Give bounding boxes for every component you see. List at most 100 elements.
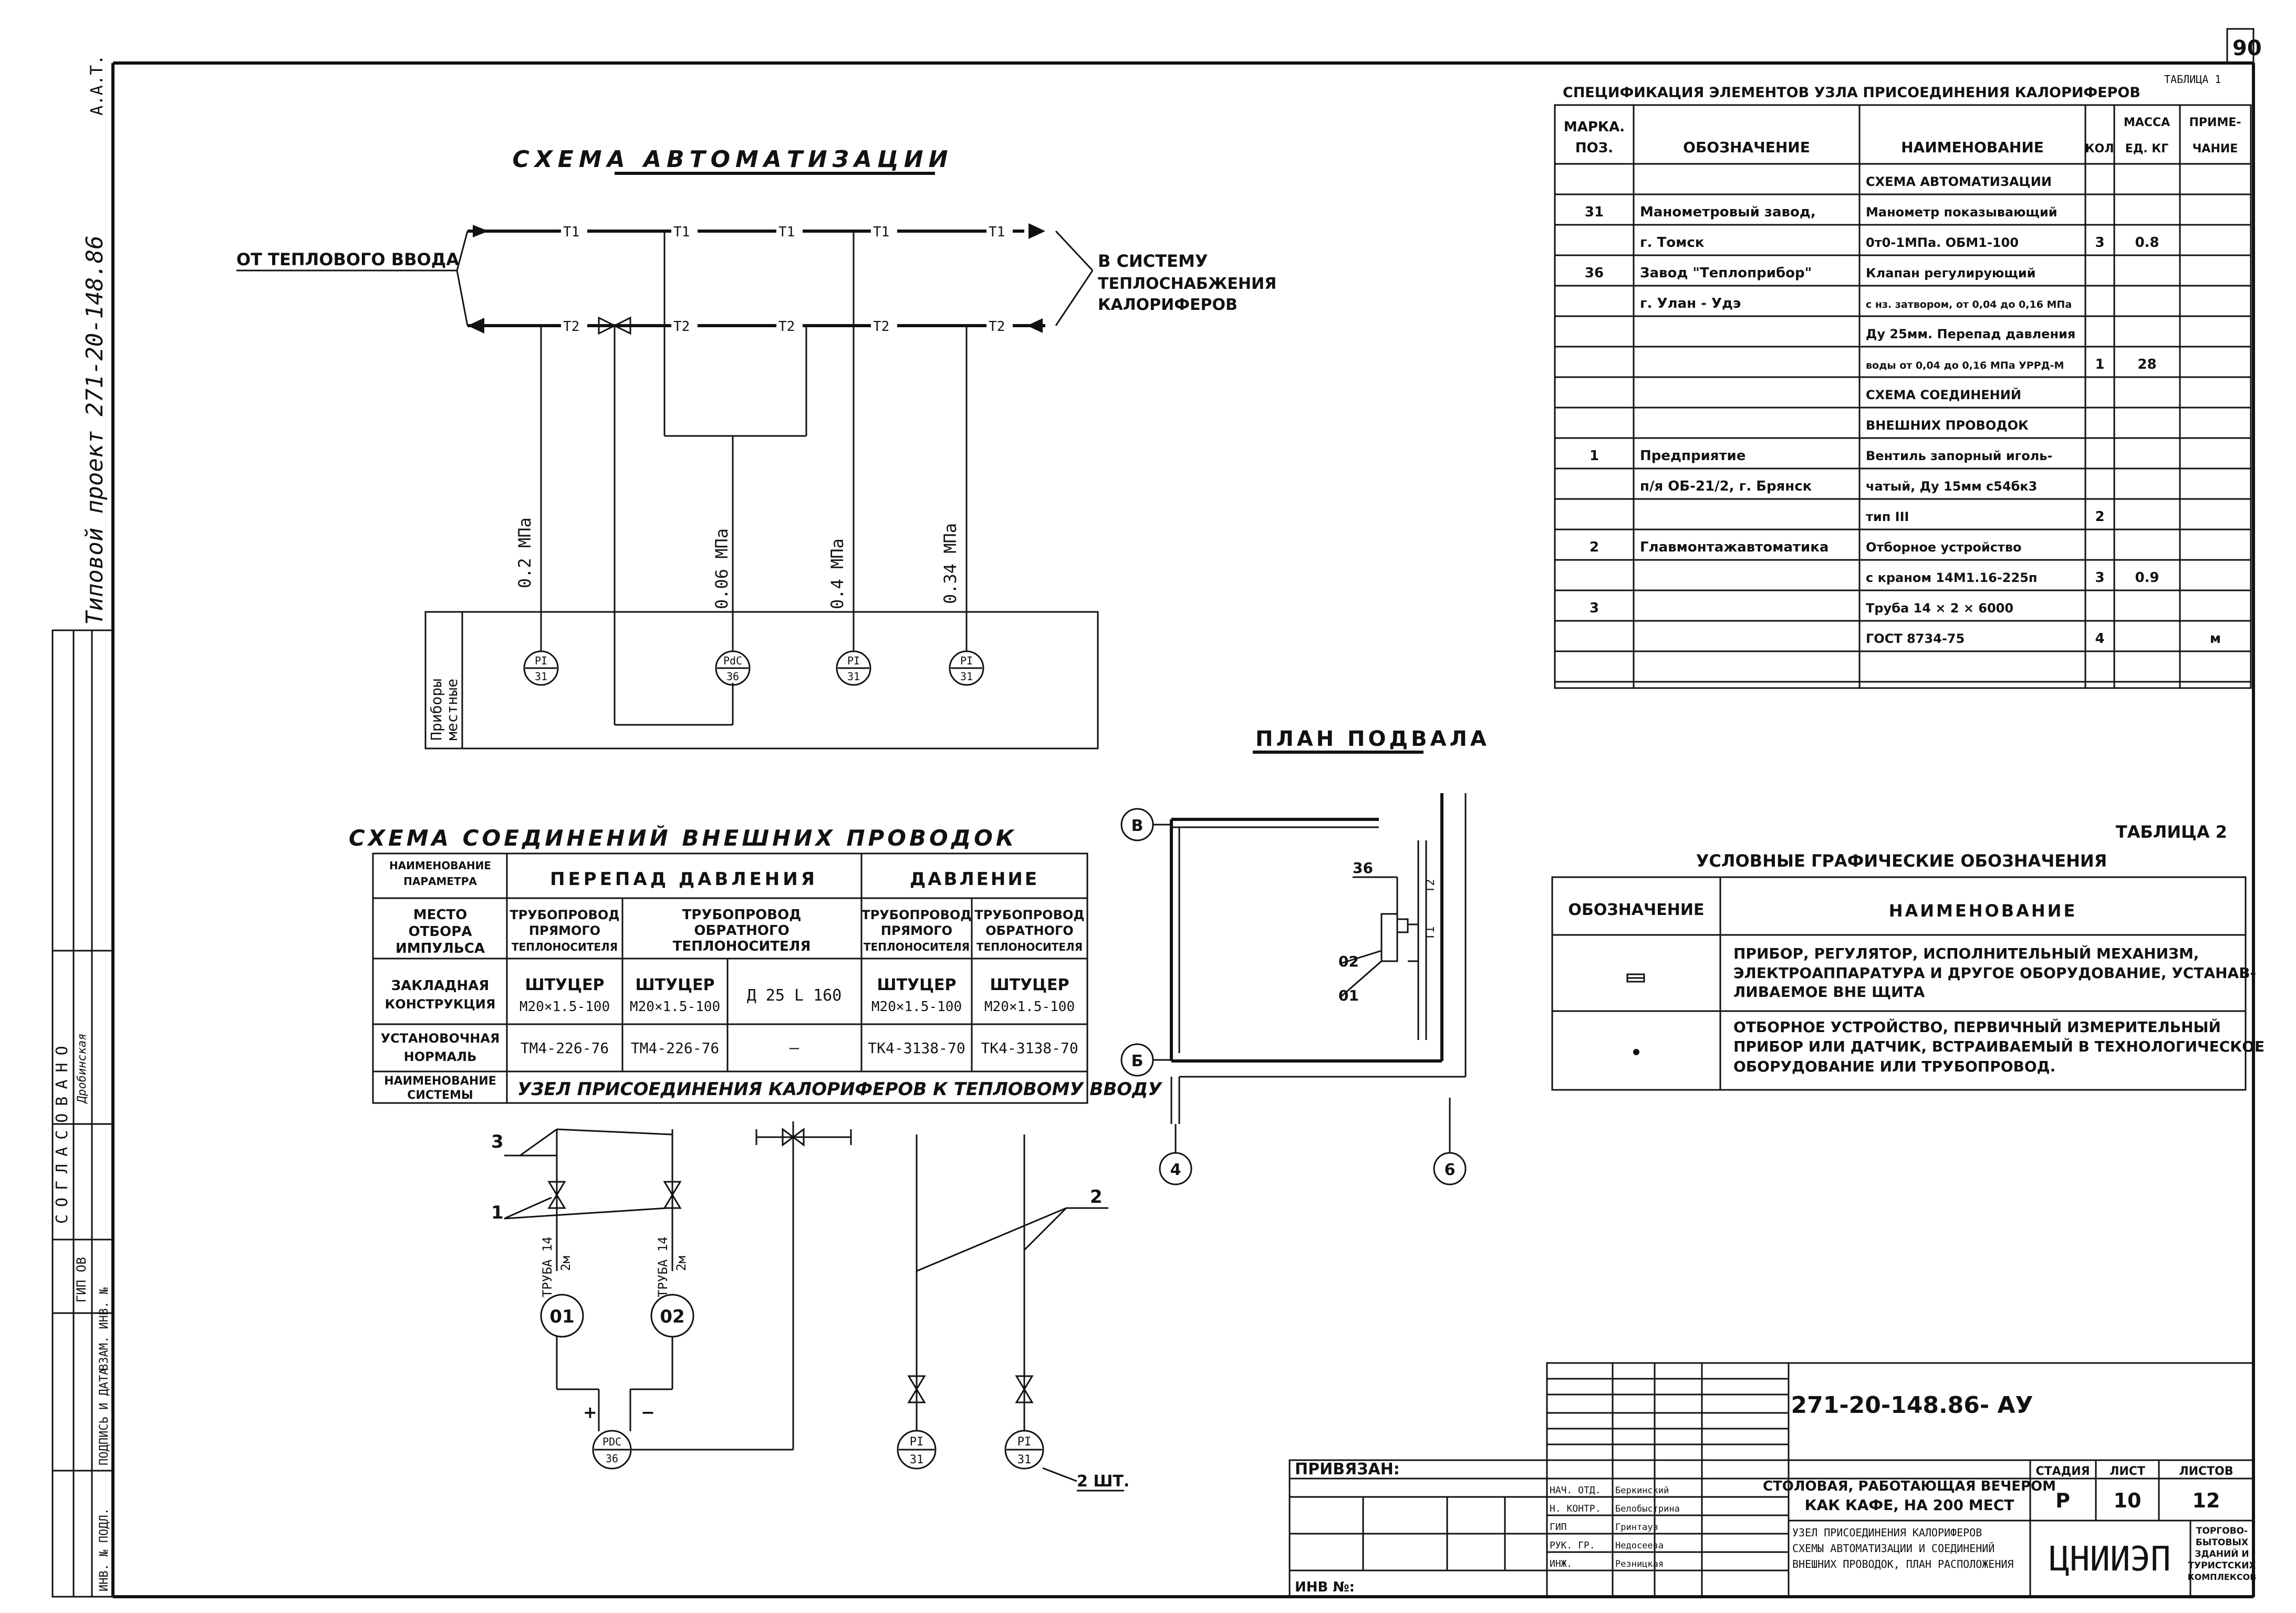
svg-text:ТЕПЛОНОСИТЕЛЯ: ТЕПЛОНОСИТЕЛЯ (864, 941, 970, 953)
spec-cell: г. Улан - Удэ (1640, 296, 1741, 311)
supply-arrow-out (1028, 223, 1045, 239)
svg-text:ЗДАНИЙ И: ЗДАНИЙ И (2195, 1548, 2249, 1559)
svg-text:ГИП: ГИП (1550, 1522, 1567, 1533)
svg-text:РУК. ГР.: РУК. ГР. (1550, 1540, 1595, 1551)
svg-text:ОБОЗНАЧЕНИЕ: ОБОЗНАЧЕНИЕ (1568, 901, 1705, 919)
svg-text:ШТУЦЕР: ШТУЦЕР (990, 976, 1069, 994)
svg-text:ПРИБОР ИЛИ ДАТЧИК, ВСТРАИВАЕМЫ: ПРИБОР ИЛИ ДАТЧИК, ВСТРАИВАЕМЫЙ В ТЕХНОЛ… (1733, 1037, 2264, 1055)
svg-text:01: 01 (1338, 987, 1359, 1004)
instrument-pdc-36: PdC 36 (715, 650, 751, 686)
svg-text:МЕСТО: МЕСТО (413, 907, 467, 923)
svg-text:ПРИМЕ-: ПРИМЕ- (2189, 116, 2241, 129)
spec-cell: 3 (2095, 570, 2104, 586)
svg-text:СТАДИЯ: СТАДИЯ (2035, 1465, 2090, 1478)
svg-text:1: 1 (491, 1202, 504, 1223)
pressure-1: 0.2 МПа (515, 517, 535, 588)
spec-cell: 1 (2095, 357, 2104, 372)
svg-text:СИСТЕМЫ: СИСТЕМЫ (407, 1089, 473, 1102)
spec-cell: п/я ОБ-21/2, г. Брянск (1640, 478, 1812, 494)
svg-text:ЛИСТ: ЛИСТ (2110, 1465, 2145, 1478)
svg-text:Беркинский: Беркинский (1615, 1485, 1669, 1496)
svg-text:ТРУБА 14: ТРУБА 14 (656, 1236, 670, 1297)
svg-text:ТЕПЛОНОСИТЕЛЯ: ТЕПЛОНОСИТЕЛЯ (512, 941, 618, 953)
regulating-valve-symbol (598, 316, 631, 335)
wiring-title: СХЕМА СОЕДИНЕНИЙ ВНЕШНИХ ПРОВОДОК (349, 825, 1017, 851)
t2-labels: Т2 Т2 Т2 Т2 Т2 (561, 318, 1013, 335)
spec-cell: с нз. затвором, от 0,04 до 0,16 МПа (1866, 299, 2072, 310)
svg-text:НАЧ. ОТД.: НАЧ. ОТД. (1550, 1485, 1601, 1496)
svg-text:−: − (641, 1402, 655, 1422)
spec-cell: г. Томск (1640, 235, 1705, 251)
svg-text:ШТУЦЕР: ШТУЦЕР (877, 976, 957, 994)
svg-text:6: 6 (1445, 1161, 1456, 1179)
svg-text:Т2: Т2 (673, 319, 690, 335)
svg-text:ОТБОРНОЕ УСТРОЙСТВО, ПЕРВИЧНЫЙ: ОТБОРНОЕ УСТРОЙСТВО, ПЕРВИЧНЫЙ ИЗМЕРИТЕЛ… (1733, 1018, 2221, 1036)
legend-table: ОБОЗНАЧЕНИЕ НАИМЕНОВАНИЕ ПРИБОР, РЕГУЛЯТ… (1551, 876, 2264, 1091)
return-arrow-in (1027, 318, 1043, 333)
spec-cell: м (2210, 631, 2221, 647)
leader-from-1 (456, 231, 469, 271)
svg-text:МАРКА.: МАРКА. (1564, 119, 1625, 135)
spec-cell: 2 (1589, 539, 1599, 555)
svg-text:ТЕПЛОНОСИТЕЛЯ: ТЕПЛОНОСИТЕЛЯ (976, 941, 1083, 953)
svg-text:ЛИСТОВ: ЛИСТОВ (2179, 1465, 2233, 1478)
legend-title: УСЛОВНЫЕ ГРАФИЧЕСКИЕ ОБОЗНАЧЕНИЯ (1696, 851, 2107, 871)
title-block: ПРИВЯЗАН: ИНВ №: НАЧ. ОТД. Н. КОНТР. ГИП… (1289, 1362, 2256, 1598)
svg-text:Т2: Т2 (563, 319, 579, 335)
svg-text:36: 36 (606, 1452, 618, 1465)
svg-text:ТРУБА 14: ТРУБА 14 (540, 1236, 555, 1297)
svg-text:КОЛ: КОЛ (2085, 142, 2114, 155)
svg-text:PI: PI (1017, 1435, 1032, 1449)
spec-cell: Главмонтажавтоматика (1640, 539, 1829, 555)
svg-text:Белобыстрина: Белобыстрина (1615, 1504, 1680, 1514)
svg-text:Т1: Т1 (989, 224, 1005, 240)
svg-text:НАИМЕНОВАНИЕ: НАИМЕНОВАНИЕ (384, 1075, 496, 1088)
side-stamp: СОГЛАСОВАНО ГИП ОВ Дробинская ВЗАМ. ИНВ.… (51, 629, 114, 1598)
svg-text:31: 31 (535, 670, 547, 683)
automation-title: СХЕМА АВТОМАТИЗАЦИИ (513, 146, 953, 173)
spec-cell: ВНЕШНИХ ПРОВОДОК (1866, 418, 2029, 433)
instrument-pi-4: PI 31 (949, 650, 984, 686)
wiring-table: НАИМЕНОВАНИЕ ПАРАМЕТРА ПЕРЕПАД ДАВЛЕНИЯ … (372, 852, 1162, 1104)
svg-text:Т1: Т1 (778, 224, 795, 240)
svg-text:ТРУБОПРОВОД: ТРУБОПРОВОД (682, 907, 802, 923)
svg-text:Р: Р (2055, 1489, 2070, 1512)
svg-text:ПРИБОР, РЕГУЛЯТОР, ИСПОЛНИТЕЛЬ: ПРИБОР, РЕГУЛЯТОР, ИСПОЛНИТЕЛЬНЫЙ МЕХАНИ… (1733, 944, 2199, 962)
inv-podl: ИНВ. № ПОДЛ. (98, 1508, 111, 1591)
svg-text:М20×1.5-100: М20×1.5-100 (520, 999, 610, 1015)
svg-text:02: 02 (660, 1306, 684, 1327)
spec-cell: Отборное устройство (1866, 540, 2022, 555)
spec-cell: 3 (1589, 600, 1599, 616)
svg-text:3: 3 (491, 1131, 504, 1152)
spec-cell: Манометровый завод, (1640, 204, 1816, 220)
spec-cell: 3 (2095, 235, 2104, 251)
pressure-2: 0.06 МПа (712, 528, 732, 609)
svg-text:Т2: Т2 (873, 319, 889, 335)
svg-text:В: В (1131, 817, 1144, 835)
spec-cell: воды от 0,04 до 0,16 МПа УРРД-М (1866, 360, 2064, 371)
svg-text:PI: PI (535, 654, 547, 667)
svg-text:10: 10 (2114, 1489, 2142, 1512)
svg-text:Т1: Т1 (873, 224, 889, 240)
agreed-label: СОГЛАСОВАНО (53, 1038, 71, 1224)
svg-text:Т2: Т2 (989, 319, 1005, 335)
pressure-3: 0.4 МПа (827, 538, 847, 609)
sheet-number: 90 (2232, 36, 2262, 60)
svg-text:ИНЖ.: ИНЖ. (1550, 1558, 1572, 1569)
legend-table-label: ТАБЛИЦА 2 (2116, 822, 2227, 842)
svg-text:КАК КАФЕ, НА 200 МЕСТ: КАК КАФЕ, НА 200 МЕСТ (1805, 1496, 2014, 1514)
to-system-2: ТЕПЛОСНАБЖЕНИЯ (1098, 275, 1276, 293)
svg-text:2 ШТ.: 2 ШТ. (1077, 1472, 1129, 1491)
spec-cell: Предприятие (1640, 448, 1746, 464)
spec-cell: 31 (1585, 204, 1604, 220)
leader-from-2 (456, 270, 469, 326)
svg-text:01: 01 (549, 1306, 574, 1327)
spec-cell: 0т0-1МПа. ОБМ1-100 (1866, 235, 2019, 250)
svg-text:ОБОРУДОВАНИЕ ИЛИ ТРУБОПРОВОД.: ОБОРУДОВАНИЕ ИЛИ ТРУБОПРОВОД. (1733, 1058, 2055, 1075)
svg-text:ШТУЦЕР: ШТУЦЕР (525, 976, 605, 994)
svg-text:ТРУБОПРОВОД: ТРУБОПРОВОД (861, 908, 971, 922)
supply-arrow-in (473, 225, 489, 237)
spec-cell: СХЕМА АВТОМАТИЗАЦИИ (1866, 174, 2052, 189)
svg-text:PI: PI (910, 1435, 924, 1449)
